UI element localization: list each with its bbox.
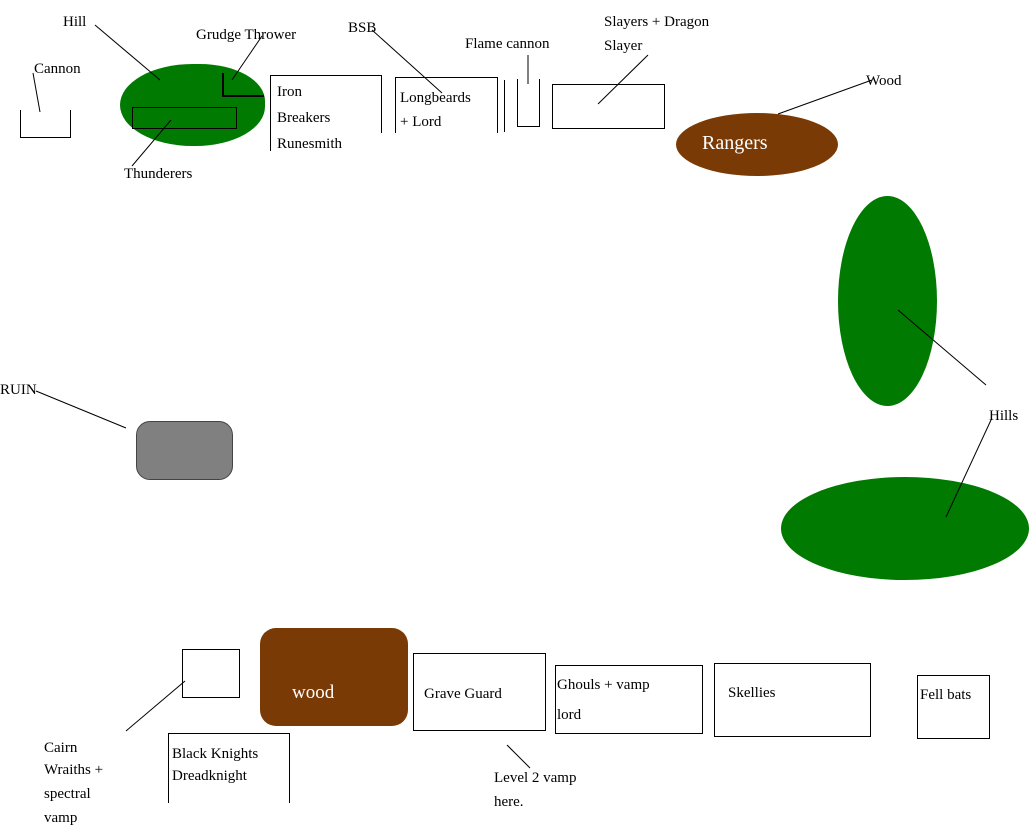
level2-line-2: here.: [494, 794, 524, 810]
ghouls-line-1: Ghouls + vamp: [557, 677, 650, 693]
longbeards-box: [395, 77, 498, 133]
grave-guard-box: [413, 653, 546, 731]
ghouls-line-2: lord: [557, 707, 582, 723]
iron-breakers-box: [270, 75, 382, 133]
fell-bats-box: [917, 675, 990, 739]
fell-bats-label: Fell bats: [920, 687, 972, 703]
bsb-label: BSB: [348, 20, 377, 36]
grudge-thrower-leader: [231, 35, 263, 81]
top-hill: [120, 64, 265, 146]
iron-breakers-line-1: Iron: [277, 84, 302, 100]
cairn-wraiths-box: [182, 649, 240, 698]
hill-label: Hill: [63, 14, 87, 30]
thunderers-box: [132, 107, 237, 129]
cairn-wraiths-line-4: vamp: [44, 810, 78, 826]
hills-leader-upper: [897, 309, 987, 386]
level2-line-1: Level 2 vamp: [494, 770, 577, 786]
ghouls-box: [555, 665, 703, 734]
slayers-box: [552, 84, 665, 129]
ruin: [136, 421, 233, 480]
ruin-label: RUIN: [0, 382, 37, 398]
level2-leader: [506, 744, 531, 769]
slayers-leader: [597, 54, 649, 105]
rangers-wood: [676, 113, 838, 176]
grudge-thrower-label: Grudge Thrower: [196, 27, 297, 43]
hill-right-upper: [838, 196, 937, 406]
cannon-label: Cannon: [34, 61, 81, 77]
cairn-wraiths-line-2: Wraiths +: [44, 762, 104, 778]
skellies-label: Skellies: [728, 685, 776, 701]
cairn-wraiths-line-3: spectral: [44, 786, 91, 802]
flame-cannon-left-bar: [504, 80, 505, 132]
cannon-marker: [20, 110, 71, 138]
iron-breakers-bracket: [270, 133, 271, 151]
cannon-leader: [32, 72, 41, 113]
hills-label: Hills: [989, 408, 1019, 424]
bottom-wood-label: wood: [292, 682, 335, 703]
flame-cannon-box: [517, 79, 540, 127]
slayers-line-2: Slayer: [604, 38, 643, 54]
hills-leader-lower: [945, 419, 992, 518]
black-knights-box: [168, 733, 290, 803]
hill-leader: [94, 24, 161, 81]
grave-guard-label: Grave Guard: [424, 686, 502, 702]
iron-breakers-line-2: Breakers: [277, 110, 331, 126]
flame-cannon-label: Flame cannon: [465, 36, 550, 52]
bsb-leader: [371, 29, 443, 94]
longbeards-line-1: Longbeards: [400, 90, 471, 106]
grudge-thrower-box: [222, 73, 264, 97]
skellies-box: [714, 663, 871, 737]
black-knights-line-1: Black Knights: [172, 746, 259, 762]
wood-leader: [777, 79, 873, 115]
hill-right-lower: [781, 477, 1029, 580]
cairn-wraiths-line-1: Cairn: [44, 740, 78, 756]
rangers-label: Rangers: [702, 132, 768, 154]
longbeards-line-2: + Lord: [400, 114, 442, 130]
wood-label: Wood: [866, 73, 902, 89]
thunderers-leader: [131, 119, 172, 167]
thunderers-label: Thunderers: [124, 166, 193, 182]
ruin-leader: [35, 390, 127, 429]
slayers-line-1: Slayers + Dragon: [604, 14, 710, 30]
black-knights-line-2: Dreadknight: [172, 768, 247, 784]
iron-breakers-line-3: Runesmith: [277, 136, 343, 152]
cairn-leader: [125, 680, 186, 732]
bottom-wood: [260, 628, 408, 726]
